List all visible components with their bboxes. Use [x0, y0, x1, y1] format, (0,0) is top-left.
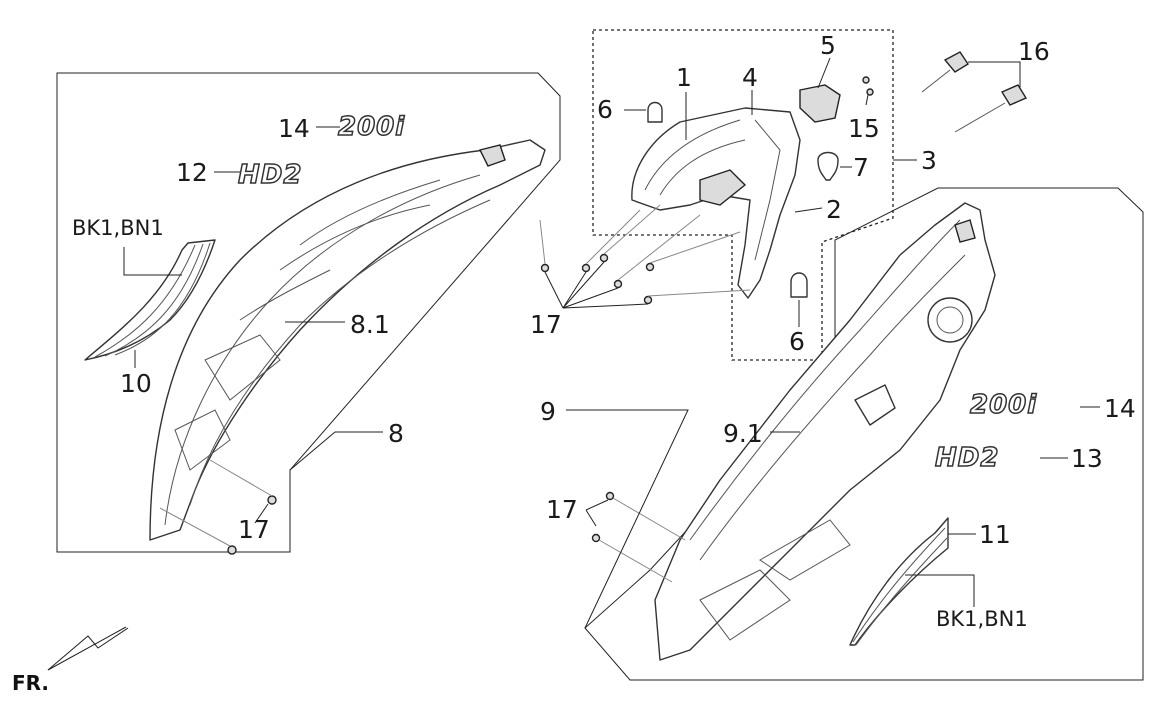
right-screw-guides	[598, 497, 686, 583]
left-screw-guides	[159, 459, 273, 547]
callout-6-top: 6	[597, 95, 613, 124]
left-stripe-lines	[94, 242, 211, 358]
tail-light-group: 1 4 5 6 15 7 3 2 6 17	[530, 29, 937, 361]
center-screw-c	[599, 253, 609, 263]
right-badge-hd2: HD2	[935, 443, 999, 473]
right-stripe-lines	[852, 527, 948, 646]
center-screw-a	[540, 263, 550, 273]
bolts-16-group: 16	[921, 37, 1050, 133]
leader-8	[289, 431, 383, 471]
right-panel-frame	[584, 187, 1144, 681]
callout-8-1: 8.1	[350, 310, 390, 339]
right-panel-group: 200i HD2 9 9.1 14 13 11 BK1,BN1 17	[540, 187, 1144, 681]
right-cover-top-lug	[954, 219, 976, 243]
right-cover-port	[927, 297, 973, 343]
callout-9-1: 9.1	[723, 419, 763, 448]
callout-1: 1	[676, 63, 692, 92]
right-cover-port-inner	[936, 306, 964, 334]
callout-3: 3	[921, 146, 937, 175]
screw-15-b	[866, 88, 874, 96]
leader-17-left	[254, 503, 269, 524]
callout-bk-right: BK1,BN1	[936, 607, 1028, 631]
socket-5	[799, 84, 841, 123]
left-badge-200i: 200i	[338, 112, 405, 142]
right-cover-grab-recess	[854, 384, 896, 426]
screw-15-a	[862, 76, 870, 84]
left-stripe-decal	[84, 239, 216, 361]
leader-9	[566, 409, 689, 629]
front-label: FR.	[12, 671, 49, 695]
bolt-16-b	[1000, 84, 1028, 106]
center-screw-d	[613, 279, 623, 289]
center-screw-f	[643, 295, 653, 305]
callout-11: 11	[979, 520, 1011, 549]
left-screw-a	[267, 495, 277, 505]
left-cover-ridge	[239, 179, 441, 321]
right-cover-inner-edge	[689, 219, 961, 541]
leader-17-right	[585, 499, 609, 527]
leader-15	[865, 94, 869, 106]
leader-17-center	[544, 261, 649, 309]
left-screw-b	[227, 545, 237, 555]
right-screw-b	[591, 533, 601, 543]
tail-light-housing	[631, 107, 801, 299]
callout-14-left: 14	[278, 114, 310, 143]
center-screw-b	[581, 263, 591, 273]
left-side-cover	[149, 139, 546, 541]
callout-17-left: 17	[238, 515, 270, 544]
left-panel-frame	[56, 72, 561, 553]
callout-17-right: 17	[546, 495, 578, 524]
left-cover-inner-edge-2	[189, 199, 491, 506]
tail-light-reflector	[699, 169, 747, 206]
tail-light-lens-lines	[644, 119, 781, 261]
bolt-16-a-shank	[921, 69, 951, 93]
callout-8: 8	[388, 419, 404, 448]
callout-12: 12	[176, 158, 208, 187]
right-badge-200i: 200i	[970, 390, 1037, 420]
bulb-6-top	[647, 101, 663, 123]
callout-16: 16	[1018, 37, 1050, 66]
right-side-cover	[654, 202, 996, 661]
front-direction-arrow-head	[47, 626, 127, 671]
callout-17-center: 17	[530, 310, 562, 339]
callout-6-bottom: 6	[789, 327, 805, 356]
right-screw-a	[605, 491, 615, 501]
callout-13: 13	[1071, 444, 1103, 473]
callout-9: 9	[540, 397, 556, 426]
callout-5: 5	[820, 31, 836, 60]
bolt-16-a	[943, 51, 969, 73]
callout-7: 7	[853, 153, 869, 182]
callout-2: 2	[826, 195, 842, 224]
callout-14-right: 14	[1104, 394, 1136, 423]
left-cover-panel-lines	[174, 334, 281, 471]
front-direction-arrow	[47, 627, 129, 671]
left-panel-group: 200i HD2 14 12 BK1,BN1 10 8.1 8 17	[56, 72, 561, 555]
right-cover-inner-edge-2	[699, 254, 966, 561]
right-cover-panel-lines	[699, 519, 851, 641]
front-direction-indicator: FR.	[12, 626, 129, 695]
callout-bk-left: BK1,BN1	[72, 216, 164, 240]
bolt-16-b-shank	[954, 102, 1006, 133]
leader-bk-left	[123, 247, 182, 276]
leader-2	[794, 207, 823, 213]
callout-15: 15	[848, 114, 880, 143]
leader-5	[817, 57, 831, 89]
center-screw-e	[645, 262, 655, 272]
bulb-7	[817, 151, 839, 181]
leader-bk-right	[905, 574, 975, 607]
bulb-6-bottom	[790, 272, 808, 298]
right-stripe-decal	[849, 517, 949, 646]
left-cover-mount-tab	[478, 144, 506, 167]
left-badge-hd2: HD2	[238, 160, 302, 190]
leader-16	[968, 61, 1021, 88]
callout-4: 4	[742, 63, 758, 92]
center-screw-guides	[539, 204, 751, 297]
callout-10: 10	[120, 369, 152, 398]
